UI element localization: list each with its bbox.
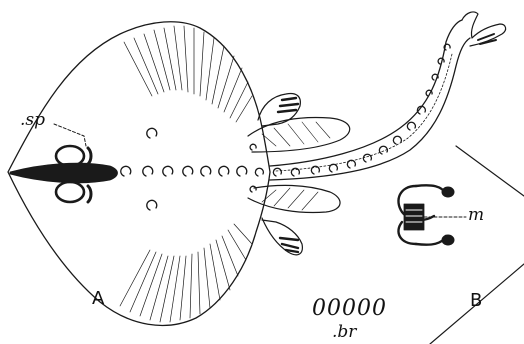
spiracle-upper bbox=[88, 148, 91, 164]
tail-fin bbox=[462, 12, 506, 46]
label-m: m bbox=[468, 207, 484, 224]
tail-lower-edge bbox=[270, 38, 470, 180]
pelvic-fin-lower bbox=[262, 218, 302, 255]
label-panel-b: B bbox=[470, 292, 482, 310]
tail-denticles bbox=[276, 54, 452, 171]
eye-lower bbox=[56, 182, 84, 202]
label-br: .br bbox=[332, 324, 356, 341]
mouth-jaw-right-upper bbox=[416, 185, 446, 194]
branchial-openings: 00000 bbox=[312, 298, 387, 320]
fin-rays-lower bbox=[120, 224, 252, 322]
label-sp: .sp bbox=[20, 112, 45, 129]
mouth-jaw-right-lower bbox=[416, 236, 446, 245]
spiracle-lower bbox=[88, 186, 91, 202]
fin-rays-upper bbox=[124, 26, 252, 122]
tail-upper-edge bbox=[270, 20, 462, 166]
mouth-nostril-upper bbox=[442, 187, 454, 197]
mouth-teeth-band bbox=[404, 204, 424, 230]
panel-b-outline bbox=[430, 146, 524, 344]
sp-leader bbox=[54, 124, 86, 146]
label-panel-a: A bbox=[92, 290, 104, 308]
mouth-nostril-lower bbox=[442, 235, 454, 245]
pelvic-fin-upper-shade bbox=[278, 98, 298, 112]
clasper-lower bbox=[248, 185, 340, 212]
pelvic-fin-lower-shade bbox=[280, 238, 298, 252]
